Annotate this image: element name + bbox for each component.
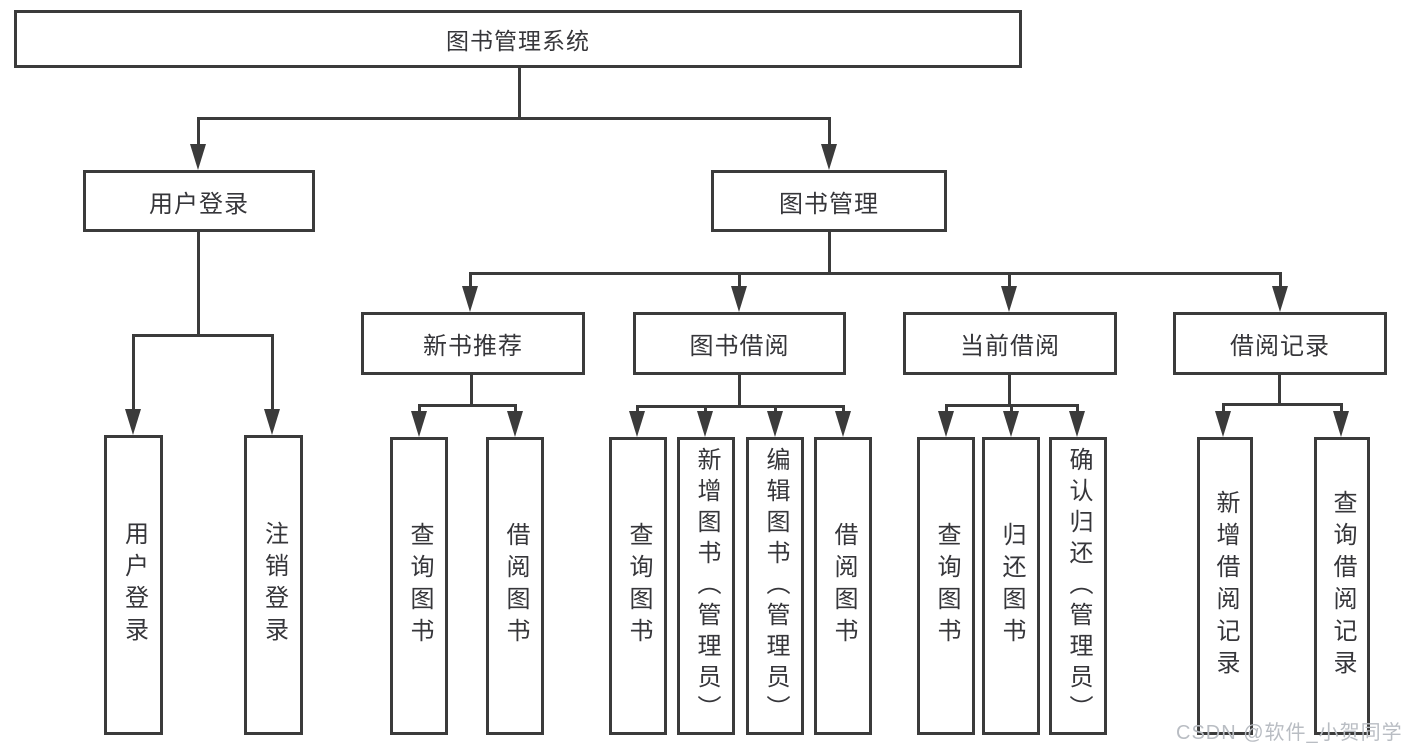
arrow-down-icon bbox=[125, 409, 141, 435]
connector-drop bbox=[945, 404, 948, 416]
connector-root-bar bbox=[197, 117, 831, 120]
node-library-system: 图书管理系统 bbox=[14, 10, 1022, 68]
connector-drop-logout bbox=[271, 334, 274, 412]
connector-drop bbox=[704, 405, 707, 416]
arrow-down-icon bbox=[731, 286, 747, 312]
node-book-management: 图书管理 bbox=[711, 170, 947, 232]
connector-drop bbox=[514, 404, 517, 416]
connector-newbook-stem bbox=[470, 375, 473, 407]
leaf-query-books: 查询图书 bbox=[390, 437, 448, 735]
connector-drop bbox=[1010, 404, 1013, 416]
arrow-down-icon bbox=[1003, 411, 1019, 437]
connector-records-stem bbox=[1278, 375, 1281, 406]
connector-mgmt-bar bbox=[469, 272, 1282, 275]
connector-drop-current bbox=[1008, 272, 1011, 292]
connector-user-stem bbox=[197, 232, 200, 336]
connector-drop-borrow bbox=[738, 272, 741, 292]
arrow-down-icon bbox=[697, 411, 713, 437]
node-book-borrowing: 图书借阅 bbox=[633, 312, 846, 375]
connector-drop bbox=[1076, 404, 1079, 416]
arrow-down-icon bbox=[938, 411, 954, 437]
arrow-down-icon bbox=[462, 286, 478, 312]
leaf-edit-books-admin: 编辑图书（管理员） bbox=[746, 437, 804, 735]
connector-newbook-bar bbox=[418, 404, 517, 407]
connector-drop bbox=[1222, 403, 1225, 416]
leaf-confirm-return-admin: 确认归还（管理员） bbox=[1049, 437, 1107, 735]
connector-records-bar bbox=[1222, 403, 1343, 406]
arrow-down-icon bbox=[264, 409, 280, 435]
connector-drop bbox=[418, 404, 421, 416]
leaf-logout: 注销登录 bbox=[244, 435, 303, 735]
connector-drop-book-mgmt bbox=[828, 117, 831, 148]
connector-mgmt-stem bbox=[828, 232, 831, 275]
csdn-watermark: CSDN @软件_小贺同学 bbox=[1176, 722, 1403, 744]
connector-drop bbox=[636, 405, 639, 416]
connector-drop-user-login bbox=[197, 117, 200, 148]
arrow-down-icon bbox=[821, 144, 837, 170]
arrow-down-icon bbox=[629, 411, 645, 437]
arrow-down-icon bbox=[835, 411, 851, 437]
leaf-return-books: 归还图书 bbox=[982, 437, 1040, 735]
connector-user-bar bbox=[132, 334, 274, 337]
arrow-down-icon bbox=[190, 144, 206, 170]
leaf-query-books: 查询图书 bbox=[609, 437, 667, 735]
arrow-down-icon bbox=[767, 411, 783, 437]
leaf-add-books-admin: 新增图书（管理员） bbox=[677, 437, 735, 735]
connector-drop bbox=[1340, 403, 1343, 416]
arrow-down-icon bbox=[1272, 286, 1288, 312]
arrow-down-icon bbox=[507, 411, 523, 437]
connector-root-stem bbox=[518, 68, 521, 119]
node-user-login: 用户登录 bbox=[83, 170, 315, 232]
node-new-book-recommendation: 新书推荐 bbox=[361, 312, 585, 375]
leaf-borrow-books: 借阅图书 bbox=[486, 437, 544, 735]
connector-drop bbox=[842, 405, 845, 416]
connector-drop-records bbox=[1279, 272, 1282, 292]
leaf-query-borrowing-record: 查询借阅记录 bbox=[1314, 437, 1370, 735]
leaf-add-borrowing-record: 新增借阅记录 bbox=[1197, 437, 1253, 735]
arrow-down-icon bbox=[1333, 411, 1349, 437]
node-current-borrowing: 当前借阅 bbox=[903, 312, 1117, 375]
connector-drop bbox=[774, 405, 777, 416]
arrow-down-icon bbox=[411, 411, 427, 437]
arrow-down-icon bbox=[1069, 411, 1085, 437]
leaf-query-books: 查询图书 bbox=[917, 437, 975, 735]
arrow-down-icon bbox=[1215, 411, 1231, 437]
leaf-user-login: 用户登录 bbox=[104, 435, 163, 735]
leaf-borrow-books: 借阅图书 bbox=[814, 437, 872, 735]
connector-drop-login bbox=[132, 334, 135, 412]
connector-drop-new-book bbox=[469, 272, 472, 292]
connector-borrowing-stem bbox=[738, 375, 741, 407]
arrow-down-icon bbox=[1001, 286, 1017, 312]
connector-current-stem bbox=[1008, 375, 1011, 407]
connector-borrowing-bar bbox=[636, 405, 845, 408]
node-borrowing-records: 借阅记录 bbox=[1173, 312, 1387, 375]
